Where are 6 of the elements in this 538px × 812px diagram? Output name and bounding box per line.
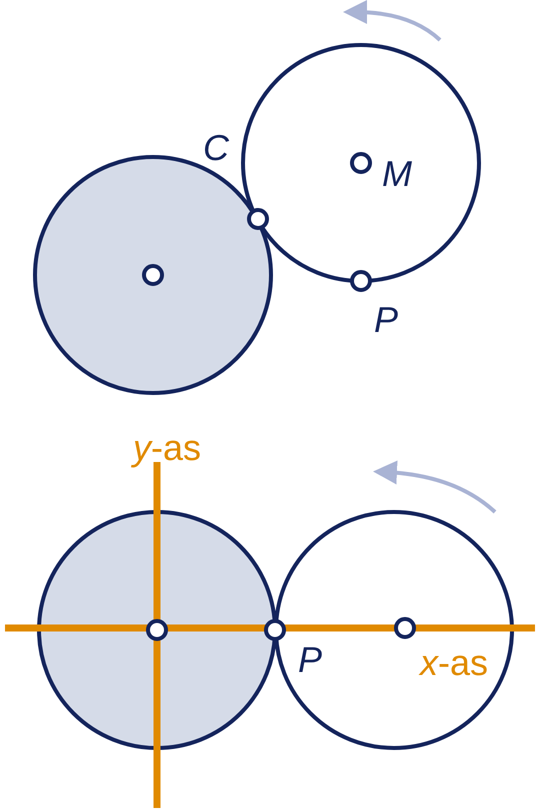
point-label: P: [298, 642, 322, 678]
point-label: M: [382, 156, 412, 192]
point-label: P: [374, 302, 398, 338]
point-label: C: [203, 130, 229, 166]
axis-label: x-as: [420, 645, 488, 681]
axis-label: y-as: [133, 430, 202, 466]
